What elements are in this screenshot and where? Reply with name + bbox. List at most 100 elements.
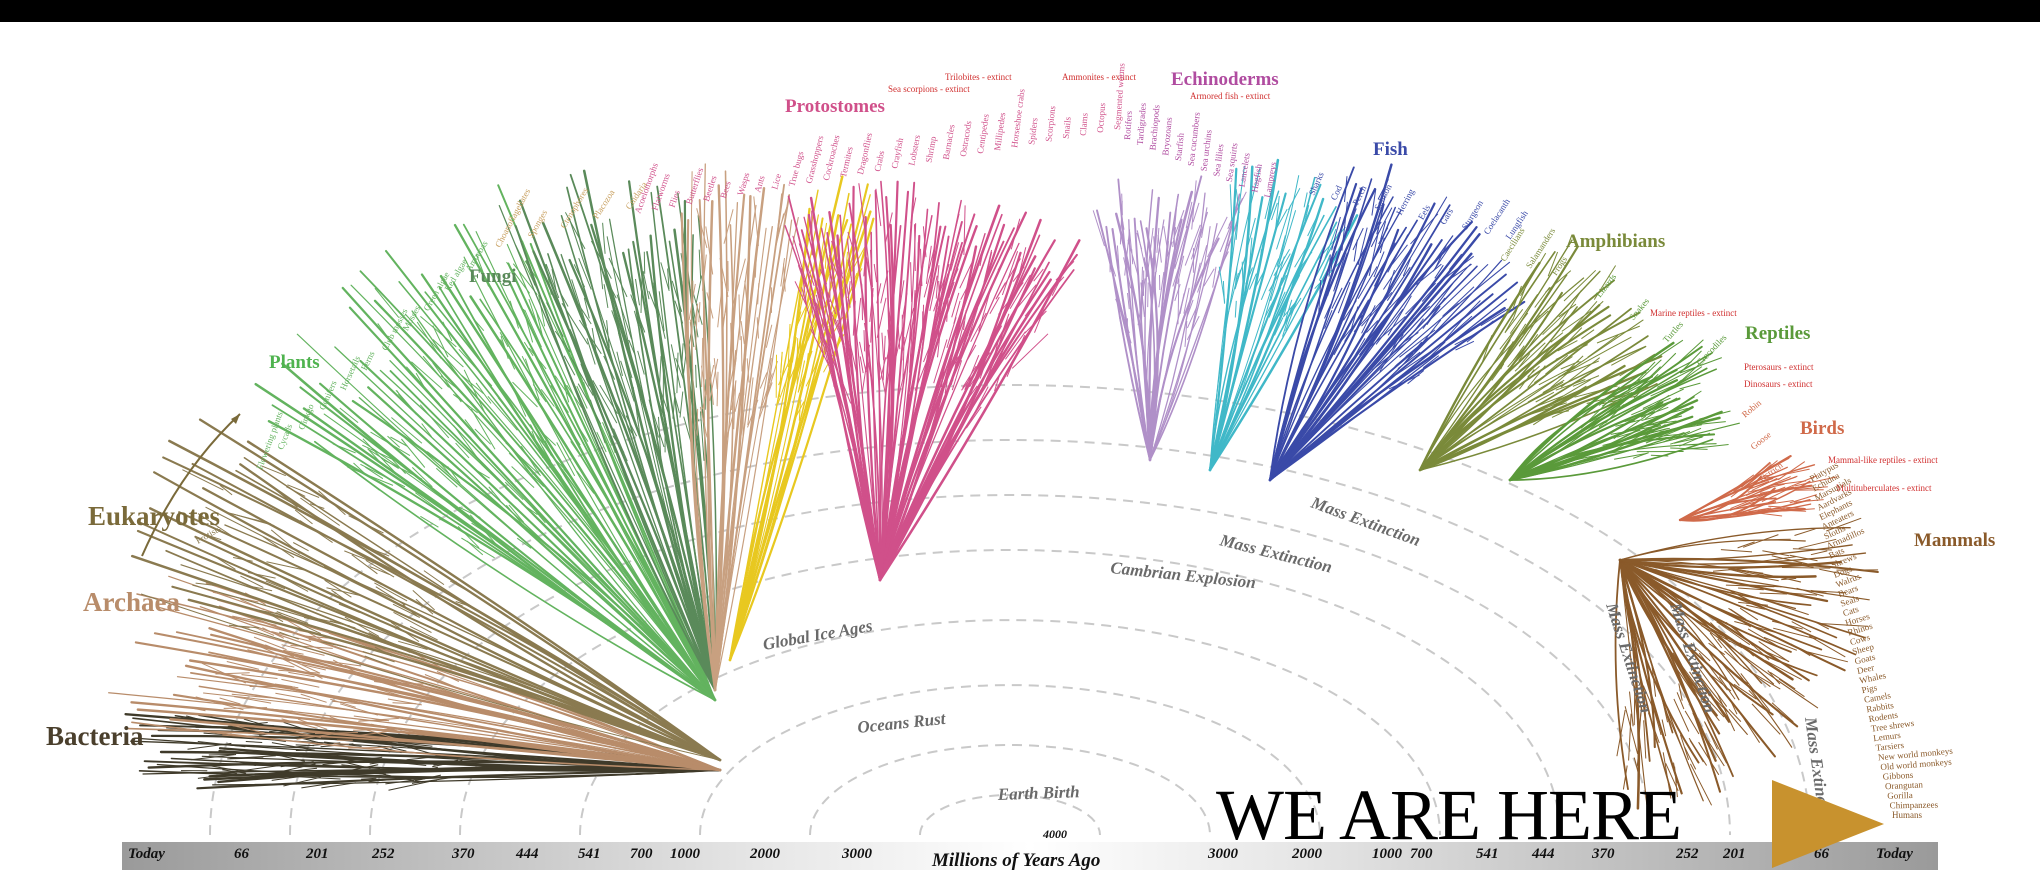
branch xyxy=(532,250,717,692)
twig xyxy=(362,651,395,663)
twig xyxy=(339,407,359,423)
twig xyxy=(960,266,979,300)
twig xyxy=(902,307,915,351)
twig xyxy=(360,731,387,736)
twig xyxy=(1156,227,1160,253)
twig xyxy=(1183,287,1190,314)
twig xyxy=(1781,567,1831,569)
branch xyxy=(479,298,716,701)
twig xyxy=(902,336,905,380)
twig xyxy=(284,656,321,674)
twig xyxy=(1708,642,1725,656)
twig xyxy=(1789,494,1817,504)
twig xyxy=(343,462,380,491)
twig xyxy=(1659,424,1702,433)
twig xyxy=(935,265,940,299)
twig xyxy=(500,339,516,370)
twig xyxy=(504,481,524,501)
twig xyxy=(197,513,235,538)
branch xyxy=(1614,559,1629,790)
twig xyxy=(1534,356,1573,384)
twig xyxy=(722,417,733,452)
branch xyxy=(1619,559,1819,709)
species-label: Rodents xyxy=(1868,710,1899,724)
twig xyxy=(511,466,535,488)
twig xyxy=(274,488,298,508)
twig xyxy=(432,339,464,368)
twig xyxy=(1353,338,1366,359)
species-label: Ants xyxy=(752,174,766,194)
twig xyxy=(1656,365,1699,388)
note-ammonites: Ammonites - extinct xyxy=(1062,72,1136,82)
twig xyxy=(702,254,707,291)
twig xyxy=(637,350,645,375)
twig xyxy=(1572,375,1600,387)
twig xyxy=(288,671,315,678)
twig xyxy=(1762,538,1791,541)
twig xyxy=(1745,476,1791,496)
twig xyxy=(1738,587,1764,591)
species-label: Crayfish xyxy=(889,137,905,170)
twig xyxy=(1542,307,1571,336)
twig xyxy=(275,612,322,635)
twig xyxy=(1454,333,1476,346)
twig xyxy=(1758,640,1789,663)
twig xyxy=(1174,226,1189,268)
twig xyxy=(1201,207,1208,238)
eukaryote-arrowhead xyxy=(231,414,240,424)
twig xyxy=(271,742,314,751)
twig xyxy=(602,422,613,445)
twig xyxy=(276,611,309,624)
twig xyxy=(1574,300,1604,329)
twig xyxy=(863,251,867,277)
twig xyxy=(592,380,618,424)
twig xyxy=(219,484,233,496)
twig xyxy=(1798,538,1837,549)
species-label: Tarsiers xyxy=(1875,740,1905,753)
branch xyxy=(131,721,721,771)
twig xyxy=(599,263,604,290)
twig xyxy=(740,336,743,372)
twig xyxy=(1307,212,1320,237)
twig xyxy=(364,655,388,666)
twig xyxy=(1749,477,1781,490)
twig xyxy=(570,357,594,396)
twig xyxy=(948,281,955,299)
branch xyxy=(191,462,722,762)
branch-fan xyxy=(1092,175,1247,462)
twig xyxy=(653,282,656,307)
twig xyxy=(837,256,843,275)
twig xyxy=(1614,452,1648,460)
twig xyxy=(937,273,949,310)
twig xyxy=(699,406,708,438)
twig xyxy=(435,467,458,488)
twig xyxy=(1698,667,1728,707)
twig xyxy=(700,411,705,461)
twig xyxy=(265,580,286,590)
species-label: Centipedes xyxy=(975,113,991,155)
twig xyxy=(1621,395,1642,407)
twig xyxy=(625,415,638,437)
twig xyxy=(1499,339,1511,358)
branch xyxy=(178,511,722,762)
twig xyxy=(1386,269,1395,293)
twig xyxy=(540,388,555,407)
twig xyxy=(1287,187,1301,211)
branch-fan xyxy=(1678,455,1838,522)
twig xyxy=(723,209,734,244)
twig xyxy=(1624,411,1656,423)
branch-fan xyxy=(1614,517,1879,810)
twig xyxy=(338,603,360,613)
twig xyxy=(1650,379,1687,397)
twig xyxy=(233,557,253,562)
branch xyxy=(1208,197,1325,472)
branch xyxy=(1115,212,1152,462)
twig xyxy=(509,300,520,329)
twig xyxy=(1636,740,1641,766)
twig xyxy=(374,681,398,685)
twig xyxy=(1746,500,1794,508)
twig xyxy=(1777,461,1806,481)
twig xyxy=(1177,255,1185,284)
twig xyxy=(283,649,304,655)
twig xyxy=(247,585,273,592)
